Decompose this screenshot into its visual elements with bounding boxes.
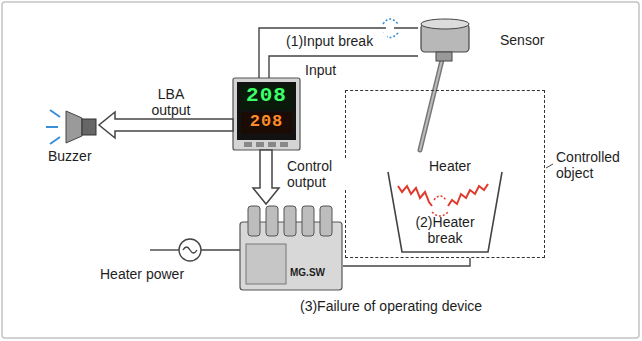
edge-label: (1)Input break bbox=[285, 33, 387, 49]
frame bbox=[2, 2, 639, 338]
node-text: MG.SW bbox=[290, 265, 338, 281]
leader-line bbox=[546, 164, 553, 168]
heater-vessel bbox=[388, 172, 502, 252]
sensor: Sensor bbox=[418, 18, 473, 62]
magnetic-switch: MG.SW bbox=[238, 205, 343, 292]
node-text: 208 bbox=[241, 112, 292, 132]
connector bbox=[259, 28, 418, 78]
edge-label: LBA output bbox=[137, 86, 205, 118]
temperature-controller: 208208 bbox=[233, 78, 300, 150]
sensor-icon bbox=[420, 19, 469, 150]
part-label: Heater power bbox=[100, 266, 210, 282]
buzzer: Buzzer bbox=[60, 110, 98, 142]
callout-label: (2)Heater break bbox=[405, 214, 485, 246]
signal-label: Input bbox=[305, 62, 365, 78]
part-label: Heater bbox=[420, 158, 480, 174]
node-text: Buzzer bbox=[48, 148, 108, 164]
edge-label: Control output bbox=[286, 158, 360, 190]
callout-label: (3)Failure of operating device bbox=[300, 298, 540, 314]
node-text: Controlled object bbox=[556, 149, 634, 181]
controller-body bbox=[233, 78, 300, 150]
connector bbox=[253, 150, 279, 204]
ac-source bbox=[150, 239, 240, 261]
node-text: 208 bbox=[241, 84, 292, 108]
connector bbox=[343, 258, 470, 266]
contactor-device bbox=[240, 206, 342, 290]
node-text: Sensor bbox=[500, 32, 560, 48]
buzzer-icon bbox=[46, 110, 96, 144]
